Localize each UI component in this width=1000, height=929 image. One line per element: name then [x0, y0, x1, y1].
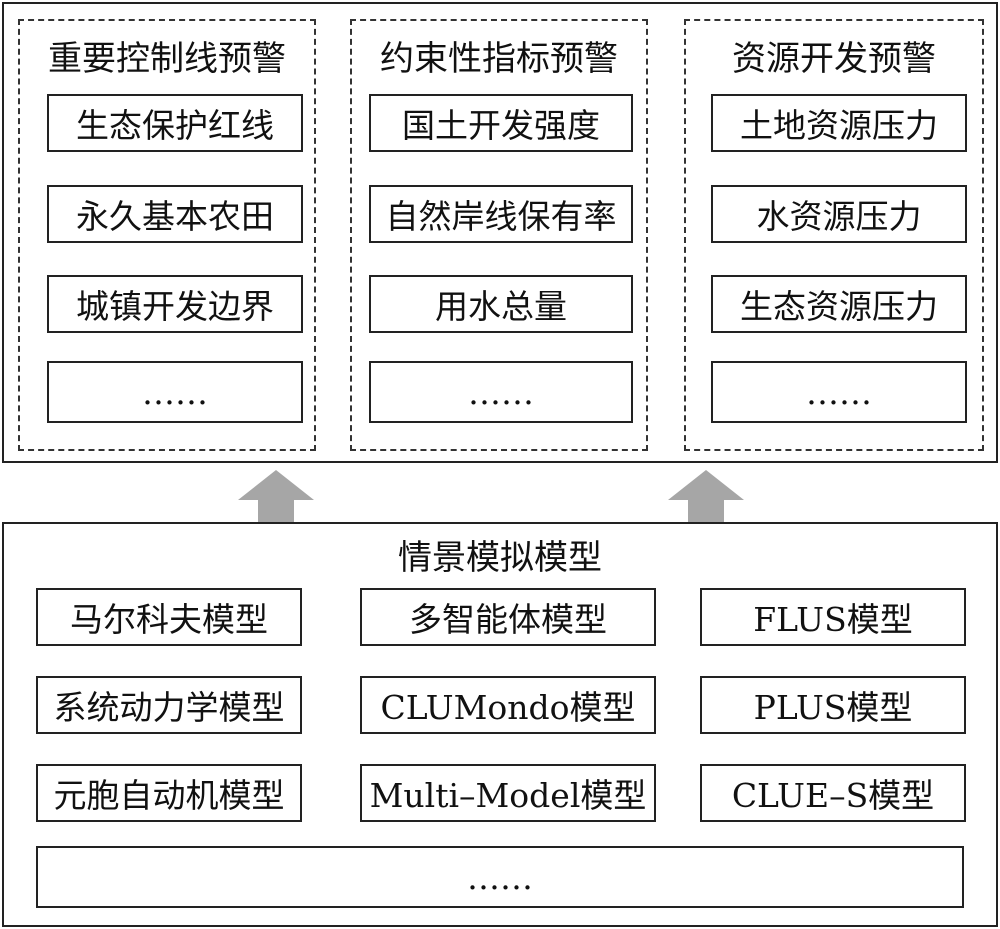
model-box: 元胞自动机模型 [36, 764, 302, 822]
item-box: 永久基本农田 [47, 185, 303, 243]
group-title: 约束性指标预警 [380, 39, 618, 79]
model-box: Multi–Model模型 [360, 764, 656, 822]
item-box: 水资源压力 [711, 185, 967, 243]
item-box: 国土开发强度 [369, 94, 633, 152]
group-title: 资源开发预警 [732, 39, 936, 79]
item-box: 自然岸线保有率 [369, 185, 633, 243]
model-box: 马尔科夫模型 [36, 588, 302, 646]
item-box: 土地资源压力 [711, 94, 967, 152]
item-box: 用水总量 [369, 275, 633, 333]
group-constraint-indicators: 约束性指标预警 国土开发强度 自然岸线保有率 用水总量 …… [350, 19, 648, 451]
item-box-ellipsis: …… [369, 361, 633, 423]
model-box: FLUS模型 [700, 588, 966, 646]
scenario-panel: 情景模拟模型 马尔科夫模型 多智能体模型 FLUS模型 系统动力学模型 CLUM… [2, 522, 998, 927]
model-box: 多智能体模型 [360, 588, 656, 646]
arrow-shape [668, 470, 744, 525]
group-control-lines: 重要控制线预警 生态保护红线 永久基本农田 城镇开发边界 …… [18, 19, 316, 451]
up-arrow-right [668, 470, 744, 525]
item-box: 城镇开发边界 [47, 275, 303, 333]
model-box: CLUE–S模型 [700, 764, 966, 822]
group-title: 重要控制线预警 [48, 39, 286, 79]
item-box: 生态保护红线 [47, 94, 303, 152]
group-resource-development: 资源开发预警 土地资源压力 水资源压力 生态资源压力 …… [684, 19, 984, 451]
item-box: 生态资源压力 [711, 275, 967, 333]
warning-panel: 重要控制线预警 生态保护红线 永久基本农田 城镇开发边界 …… 约束性指标预警 … [2, 2, 998, 463]
item-box-ellipsis: …… [711, 361, 967, 423]
scenario-title: 情景模拟模型 [398, 538, 602, 578]
model-box-ellipsis: …… [36, 846, 964, 908]
item-box-ellipsis: …… [47, 361, 303, 423]
up-arrow-left [238, 470, 314, 525]
model-box: 系统动力学模型 [36, 676, 302, 734]
model-box: PLUS模型 [700, 676, 966, 734]
model-box: CLUMondo模型 [360, 676, 656, 734]
arrow-shape [238, 470, 314, 525]
